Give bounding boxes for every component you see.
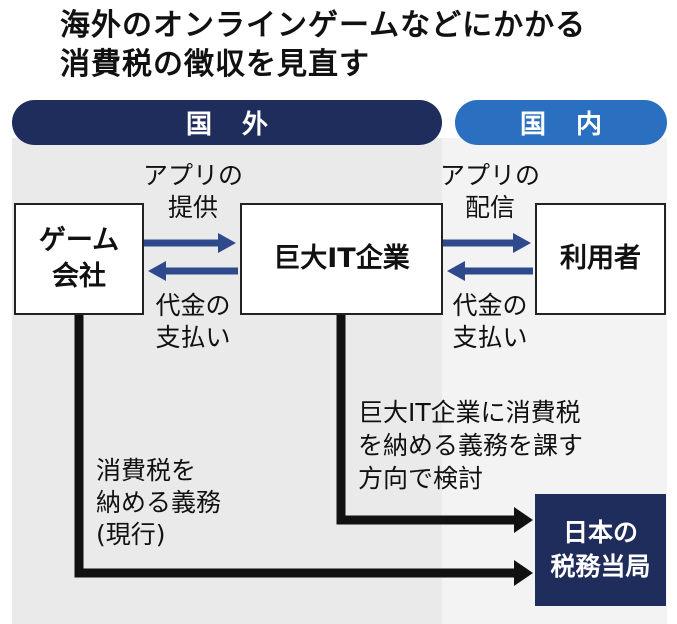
label-it-tax-duty: 巨大IT企業に消費税 を納める義務を課す 方向で検討 xyxy=(358,398,584,493)
label-payment-right: 代金の 支払い xyxy=(452,291,528,352)
arrow-it-to-tax-head xyxy=(514,507,533,533)
label-current-tax-duty: 消費税を 納める義務 (現行) xyxy=(96,456,222,549)
user-box: 利用者 xyxy=(535,203,666,315)
label-payment-left: 代金の 支払い xyxy=(155,291,231,352)
arrow-payment-left-head xyxy=(148,261,166,281)
diagram-title: 海外のオンラインゲームなどにかかる 消費税の徴収を見直す xyxy=(60,8,587,82)
label-app-delivery: アプリの 配信 xyxy=(439,161,540,222)
tax-office-box: 日本の 税務当局 xyxy=(535,494,666,606)
arrow-game-to-tax xyxy=(74,315,516,578)
big-it-box: 巨大IT企業 xyxy=(240,203,443,315)
arrow-app-delivery-head xyxy=(513,233,531,253)
foreign-region-label: 国外 xyxy=(12,100,442,145)
game-company-box: ゲーム 会社 xyxy=(14,203,144,315)
label-app-provision: アプリの 提供 xyxy=(142,161,243,222)
arrow-app-provision-head xyxy=(218,233,236,253)
arrow-payment-right-head xyxy=(447,261,465,281)
arrow-game-to-tax-head xyxy=(514,560,533,586)
domestic-region-label: 国内 xyxy=(455,100,667,145)
arrow-it-to-tax xyxy=(336,315,516,525)
